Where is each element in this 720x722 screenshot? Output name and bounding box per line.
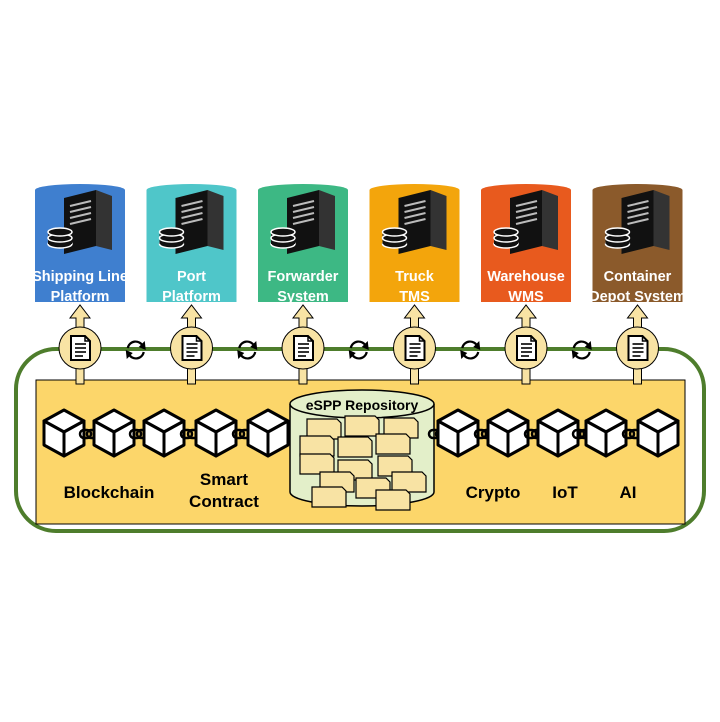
block-icon — [92, 408, 136, 458]
block-icon — [142, 408, 186, 458]
system-label-line1: Truck — [395, 269, 435, 285]
system-label-line1: Warehouse — [487, 269, 565, 285]
data-exchange-connector — [281, 304, 325, 385]
crypto-label: Crypto — [466, 483, 521, 502]
ai-label: AI — [620, 483, 637, 502]
system-label-line2: Platform — [51, 289, 110, 305]
document-icon — [181, 335, 203, 361]
system-label-line2: WMS — [508, 289, 544, 305]
block-icon — [246, 408, 290, 458]
data-exchange-connector — [170, 304, 213, 385]
block-icon — [42, 408, 86, 458]
block-icon — [486, 408, 530, 458]
repository-label: eSPP Repository — [306, 397, 419, 413]
document-icon — [516, 335, 537, 361]
block-icon — [194, 408, 238, 458]
document-icon — [70, 335, 91, 361]
espp-repository: eSPP Repository — [289, 389, 435, 511]
system-label-line1: Container — [604, 269, 672, 285]
smart-contract-label-line1: Smart — [200, 470, 249, 489]
smart-contract-label-line2: Contract — [189, 492, 259, 511]
document-stack — [299, 415, 427, 511]
data-exchange-connector — [393, 304, 436, 385]
data-exchange-connector — [616, 304, 659, 385]
system-label-line2: System — [277, 289, 329, 305]
block-icon — [584, 408, 628, 458]
system-label-line1: Port — [177, 269, 206, 285]
data-exchange-connector — [58, 304, 102, 385]
system-label-line2: Depot System — [589, 289, 686, 305]
integration-loop — [14, 347, 706, 533]
system-label-line1: Forwarder — [268, 269, 339, 285]
block-icon — [436, 408, 480, 458]
data-exchange-connector — [504, 304, 548, 385]
block-icon — [636, 408, 680, 458]
document-icon — [627, 335, 649, 361]
system-label-line2: TMS — [399, 289, 430, 305]
document-icon — [404, 335, 426, 361]
document-icon — [293, 335, 314, 361]
iot-label: IoT — [552, 483, 578, 502]
blockchain-label: Blockchain — [64, 483, 155, 502]
system-label-line2: Platform — [162, 289, 221, 305]
system-label-line1: Shipping Line — [32, 269, 128, 285]
